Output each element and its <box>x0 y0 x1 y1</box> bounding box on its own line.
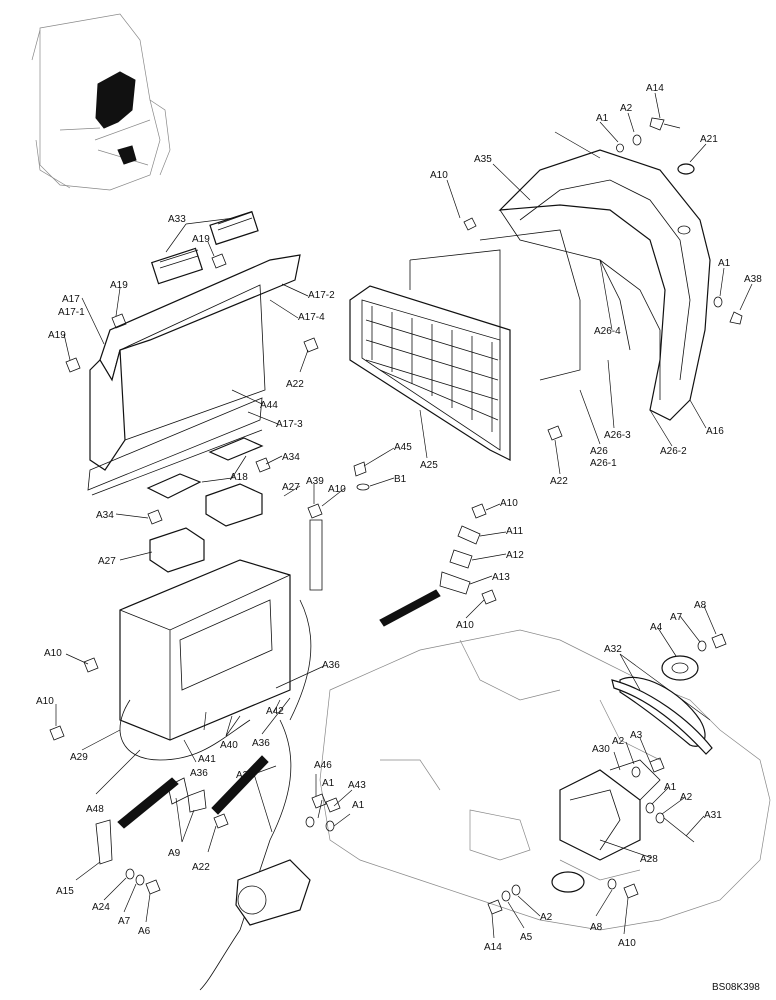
callout-label: A22 <box>192 862 210 873</box>
callout-label: A25 <box>420 460 438 471</box>
callout-label: A2 <box>680 792 693 803</box>
callout-label: A34 <box>282 452 300 463</box>
callout-label: A11 <box>506 526 523 537</box>
callout-label: A26-1 <box>590 458 617 469</box>
callout-label: A7 <box>670 612 683 623</box>
cover-B1 <box>498 149 711 421</box>
callout-label: A27 <box>98 556 116 567</box>
callout-label: A17-1 <box>58 307 85 318</box>
callout-label: A10 <box>36 696 54 707</box>
callout-label: A36 <box>236 770 254 781</box>
callout-label: A17-4 <box>298 312 325 323</box>
callout-label: A26-2 <box>660 446 687 457</box>
callout-label: A1 <box>322 778 335 789</box>
callout-label: A36 <box>322 660 340 671</box>
callout-label: A48 <box>86 804 104 815</box>
callout-label: A34 <box>96 510 114 521</box>
callout-label: A21 <box>700 134 718 145</box>
callout-label: A5 <box>520 932 533 943</box>
callout-label: A35 <box>474 154 492 165</box>
callout-label: A46 <box>314 760 332 771</box>
callout-label: A10 <box>328 484 346 495</box>
callout-label: A12 <box>506 550 524 561</box>
callout-label: A36 <box>190 768 208 779</box>
callout-label: A17-3 <box>276 419 303 430</box>
callout-label: A19 <box>110 280 128 291</box>
callout-label: A8 <box>590 922 603 933</box>
callout-label: A40 <box>220 740 238 751</box>
callout-label: A26-4 <box>594 326 621 337</box>
callout-label: A26 <box>590 446 608 457</box>
direction-arrows <box>117 589 441 829</box>
callout-label: A1 <box>352 800 365 811</box>
callout-label: A2 <box>540 912 553 923</box>
callout-label: A44 <box>260 400 278 411</box>
callout-label: A15 <box>56 886 74 897</box>
callout-label: A9 <box>168 848 181 859</box>
callout-label: A10 <box>44 648 62 659</box>
callout-label: A42 <box>266 706 284 717</box>
callout-label: A10 <box>456 620 474 631</box>
fasteners <box>49 117 743 915</box>
callout-label: A1 <box>718 258 731 269</box>
callout-label: A19 <box>48 330 66 341</box>
callout-label: B1 <box>394 474 407 485</box>
callout-label: A10 <box>500 498 518 509</box>
callout-label: A4 <box>650 622 663 633</box>
callout-label: A17 <box>62 294 80 305</box>
callout-label: A8 <box>694 600 707 611</box>
callout-label: A13 <box>492 572 510 583</box>
callout-label: A1 <box>664 782 677 793</box>
callout-label: A29 <box>70 752 88 763</box>
callout-label: A45 <box>394 442 412 453</box>
callout-label: A14 <box>646 83 664 94</box>
heater-housing <box>87 210 323 991</box>
callout-label: A7 <box>118 916 131 927</box>
callout-label: A27 <box>282 482 300 493</box>
engine-outline <box>319 629 771 931</box>
callout-labels: A35 A10 A1 A2 A14 A21 A1 A38 A33 A19 A19… <box>36 83 762 953</box>
callout-label: A10 <box>430 170 448 181</box>
callout-label: A28 <box>640 854 658 865</box>
machine-location-thumbnail <box>31 13 171 191</box>
callout-label: A16 <box>706 426 724 437</box>
callout-label: A22 <box>286 379 304 390</box>
callout-label: A17-2 <box>308 290 335 301</box>
callout-label: A2 <box>620 103 633 114</box>
callout-label: A1 <box>596 113 609 124</box>
callout-label: A19 <box>192 234 210 245</box>
callout-label: A30 <box>592 744 610 755</box>
callout-label: A22 <box>550 476 568 487</box>
callout-label: A2 <box>612 736 625 747</box>
callout-label: A3 <box>630 730 643 741</box>
callout-label: A41 <box>198 754 216 765</box>
pulley-and-bracket <box>551 655 713 893</box>
leader-lines <box>55 92 753 939</box>
callout-label: A14 <box>484 942 502 953</box>
callout-label: A18 <box>230 472 248 483</box>
condenser-assembly <box>349 229 581 461</box>
callout-label: A32 <box>604 644 622 655</box>
callout-label: A38 <box>744 274 762 285</box>
callout-label: A31 <box>704 810 722 821</box>
callout-label: A43 <box>348 780 366 791</box>
callout-label: A33 <box>168 214 186 225</box>
callout-label: A24 <box>92 902 110 913</box>
callout-label: A10 <box>618 938 636 949</box>
callout-label: A6 <box>138 926 151 937</box>
callout-label: A39 <box>306 476 324 487</box>
callout-label: A36 <box>252 738 270 749</box>
drawing-reference-code: BS08K398 <box>712 982 760 993</box>
callout-label: A26-3 <box>604 430 631 441</box>
